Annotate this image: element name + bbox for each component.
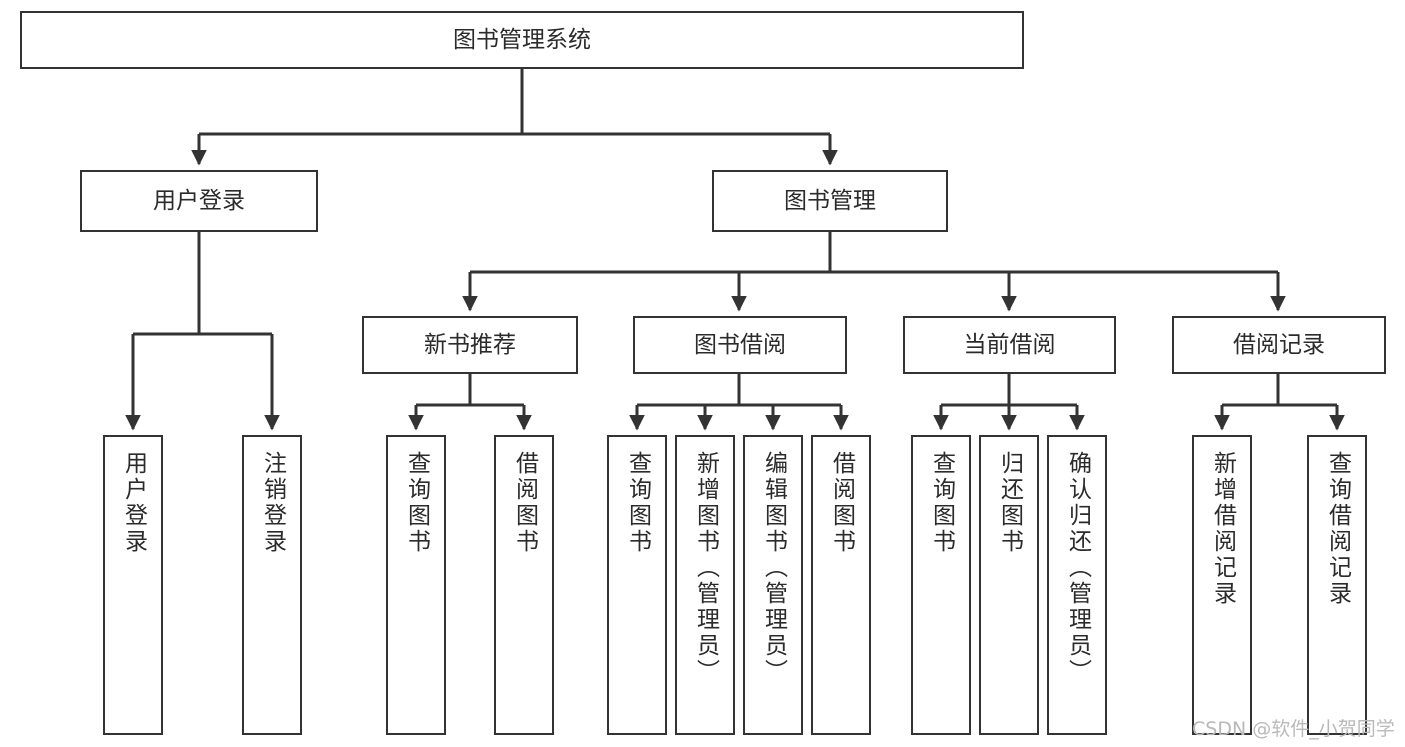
node-borrow-record-label: 借阅记录 — [1233, 331, 1325, 358]
node-leaf-logout-label: 注销登录 — [259, 451, 286, 555]
node-leaf-add-borrow-record-label: 新增借阅记录 — [1209, 451, 1236, 607]
node-leaf-query-book-recommend[interactable]: 查询图书 — [386, 435, 446, 735]
watermark-text: CSDN @软件_小贺同学 — [1192, 718, 1395, 740]
node-user-login-label: 用户登录 — [153, 187, 245, 214]
node-leaf-confirm-return-admin[interactable]: 确认归还（管理员） — [1047, 435, 1107, 735]
node-borrow-record[interactable]: 借阅记录 — [1172, 316, 1386, 374]
node-root-system-label: 图书管理系统 — [453, 26, 591, 53]
node-leaf-borrow-book-recommend-label: 借阅图书 — [511, 451, 538, 555]
node-leaf-user-login[interactable]: 用户登录 — [103, 435, 163, 735]
node-leaf-query-borrow-record-label: 查询借阅记录 — [1324, 451, 1351, 607]
node-leaf-query-book-current[interactable]: 查询图书 — [911, 435, 971, 735]
node-leaf-query-book-borrow[interactable]: 查询图书 — [607, 435, 667, 735]
node-leaf-edit-book-admin-label: 编辑图书（管理员） — [760, 451, 787, 685]
node-new-book-recommend[interactable]: 新书推荐 — [362, 316, 578, 374]
node-leaf-borrow-book[interactable]: 借阅图书 — [811, 435, 871, 735]
node-leaf-user-login-label: 用户登录 — [120, 451, 147, 555]
node-leaf-confirm-return-admin-label: 确认归还（管理员） — [1064, 451, 1091, 685]
node-new-book-recommend-label: 新书推荐 — [424, 331, 516, 358]
node-leaf-add-book-admin-label: 新增图书（管理员） — [692, 451, 719, 685]
node-book-management[interactable]: 图书管理 — [712, 170, 948, 232]
node-leaf-logout[interactable]: 注销登录 — [242, 435, 302, 735]
node-leaf-return-book[interactable]: 归还图书 — [979, 435, 1039, 735]
node-leaf-borrow-book-recommend[interactable]: 借阅图书 — [494, 435, 554, 735]
node-current-borrow[interactable]: 当前借阅 — [903, 316, 1116, 374]
node-leaf-edit-book-admin[interactable]: 编辑图书（管理员） — [743, 435, 803, 735]
node-leaf-query-book-borrow-label: 查询图书 — [624, 451, 651, 555]
node-leaf-query-book-recommend-label: 查询图书 — [403, 451, 430, 555]
node-book-borrow[interactable]: 图书借阅 — [633, 316, 847, 374]
node-leaf-query-book-current-label: 查询图书 — [928, 451, 955, 555]
node-leaf-query-borrow-record[interactable]: 查询借阅记录 — [1307, 435, 1367, 735]
node-book-management-label: 图书管理 — [784, 187, 876, 214]
node-current-borrow-label: 当前借阅 — [963, 331, 1056, 358]
node-book-borrow-label: 图书借阅 — [694, 331, 786, 358]
node-user-login[interactable]: 用户登录 — [80, 170, 318, 232]
node-leaf-borrow-book-label: 借阅图书 — [828, 451, 855, 555]
node-root-system[interactable]: 图书管理系统 — [20, 11, 1024, 69]
node-leaf-add-borrow-record[interactable]: 新增借阅记录 — [1192, 435, 1252, 735]
node-leaf-return-book-label: 归还图书 — [996, 451, 1023, 555]
node-leaf-add-book-admin[interactable]: 新增图书（管理员） — [675, 435, 735, 735]
